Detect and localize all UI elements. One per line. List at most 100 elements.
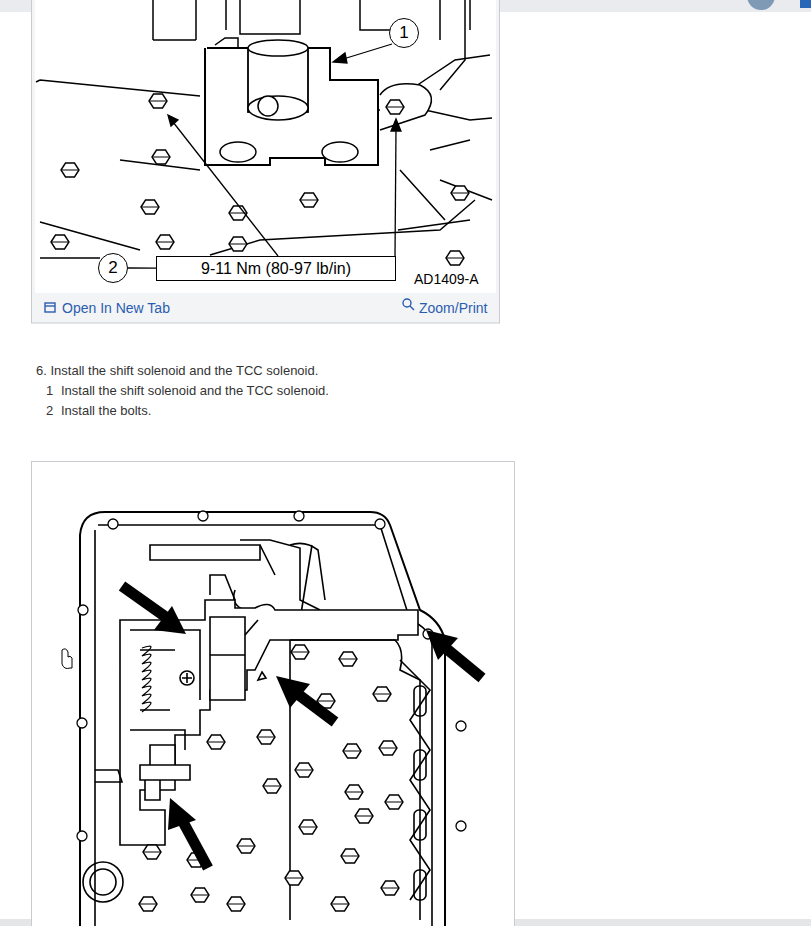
bolts	[51, 94, 469, 265]
bolts	[229, 237, 247, 251]
pan-bolt-holes	[77, 718, 87, 728]
solenoid-illustration	[248, 96, 308, 120]
valve-body-illustration	[290, 640, 420, 920]
substep-text: Install the shift solenoid and the TCC s…	[61, 383, 329, 398]
leader-lines	[391, 119, 401, 131]
bolts	[451, 186, 469, 200]
valve-body-bolts	[139, 897, 157, 911]
pointer-arrows	[122, 586, 170, 620]
valve-body-bolts	[345, 785, 363, 799]
bolts	[386, 100, 404, 114]
leader-line	[128, 268, 156, 269]
valve-body-illustration	[142, 646, 151, 712]
pan-bolt-holes	[77, 511, 466, 841]
link-icons	[403, 299, 411, 307]
valve-body-illustration	[80, 512, 445, 926]
pointer-arrows	[182, 820, 208, 868]
step-text: 6. Install the shift solenoid and the TC…	[36, 363, 318, 378]
solenoid-illustration	[398, 170, 470, 230]
solenoid-illustration	[380, 84, 431, 130]
solenoid-illustration	[205, 110, 410, 165]
callout-number-text: 1	[399, 23, 408, 43]
solenoid-illustration	[36, 80, 475, 258]
figure-frame	[32, 462, 515, 926]
substep-number: 1	[46, 383, 53, 398]
valve-body-illustration	[258, 672, 266, 680]
valve-body-bolts	[385, 795, 403, 809]
callout-number: 1	[389, 18, 419, 48]
valve-body-illustration	[80, 512, 445, 926]
pan-bolt-holes	[456, 821, 466, 831]
pointer-arrows	[442, 645, 482, 678]
valve-body-illustration	[400, 660, 430, 900]
valve-body-illustration	[120, 600, 418, 845]
pointer-arrows	[426, 630, 458, 660]
valve-body-bolts	[237, 839, 255, 853]
valve-body-bolts	[291, 645, 309, 659]
valve-body-illustration	[414, 810, 426, 840]
valve-body-bolts	[339, 652, 357, 666]
leader-lines	[340, 44, 392, 60]
valve-body-bolts	[257, 730, 275, 744]
valve-body-bolts	[263, 779, 281, 793]
pan-bolt-holes	[456, 721, 466, 731]
leader-lines	[173, 122, 278, 256]
bolts	[149, 94, 167, 108]
leader-lines	[168, 115, 178, 126]
leader-lines	[333, 53, 347, 63]
bolts	[61, 163, 79, 177]
solenoid-illustration	[36, 0, 492, 258]
valve-body-bolts	[191, 888, 209, 902]
pan-bolt-holes	[108, 519, 118, 529]
pan-bolt-holes	[375, 519, 385, 529]
solenoid-illustration	[205, 48, 378, 165]
valve-body-illustration	[140, 745, 190, 800]
valve-body-bolts	[143, 845, 161, 859]
valve-body-illustration	[180, 671, 194, 685]
valve-body-illustration	[210, 620, 258, 655]
pan-bolt-holes	[78, 605, 88, 615]
figure-frame	[32, 0, 500, 323]
valve-body-bolts	[379, 741, 397, 755]
bolts	[152, 150, 170, 164]
valve-body-illustration	[182, 673, 192, 683]
valve-body-bolts	[227, 897, 245, 911]
valve-body-illustration	[414, 686, 426, 716]
valve-body-bolts	[139, 645, 403, 911]
bolts	[51, 235, 69, 249]
pan-bolt-holes	[294, 511, 304, 521]
valve-body-illustration	[130, 630, 200, 750]
valve-body-bolts	[343, 744, 361, 758]
link-icons	[410, 306, 414, 310]
figure-frame	[32, 0, 500, 323]
torque-spec-box-text: 9-11 Nm (80-97 lb/in)	[201, 260, 351, 278]
valve-body-bolts	[331, 897, 349, 911]
substep-text: Install the bolts.	[61, 403, 151, 418]
valve-body-bolts	[295, 763, 313, 777]
browser-bar	[800, 0, 811, 8]
valve-body-bolts	[381, 881, 399, 895]
pointer-arrows	[154, 606, 186, 634]
solenoid-illustration	[248, 40, 308, 56]
valve-body-illustration	[414, 870, 426, 900]
solenoid-illustration	[322, 142, 358, 162]
link-icons	[45, 305, 55, 306]
pointer-arrows	[122, 586, 482, 868]
link-icons	[45, 303, 55, 312]
bolts	[300, 193, 318, 207]
valve-body-bolts	[341, 849, 359, 863]
valve-body-bolts	[285, 871, 303, 885]
solenoid-illustration	[258, 96, 278, 116]
valve-body-illustration	[414, 750, 426, 780]
callout-number-text: 2	[108, 258, 117, 278]
substep-number: 2	[46, 403, 53, 418]
solenoid-illustration	[220, 142, 256, 162]
callout-number: 2	[98, 253, 128, 283]
valve-body-illustration	[95, 770, 122, 782]
valve-body-bolts	[299, 820, 317, 834]
leader-lines	[168, 44, 401, 256]
torque-spec-box: 9-11 Nm (80-97 lb/in)	[156, 256, 396, 281]
valve-body-illustration	[234, 590, 250, 610]
